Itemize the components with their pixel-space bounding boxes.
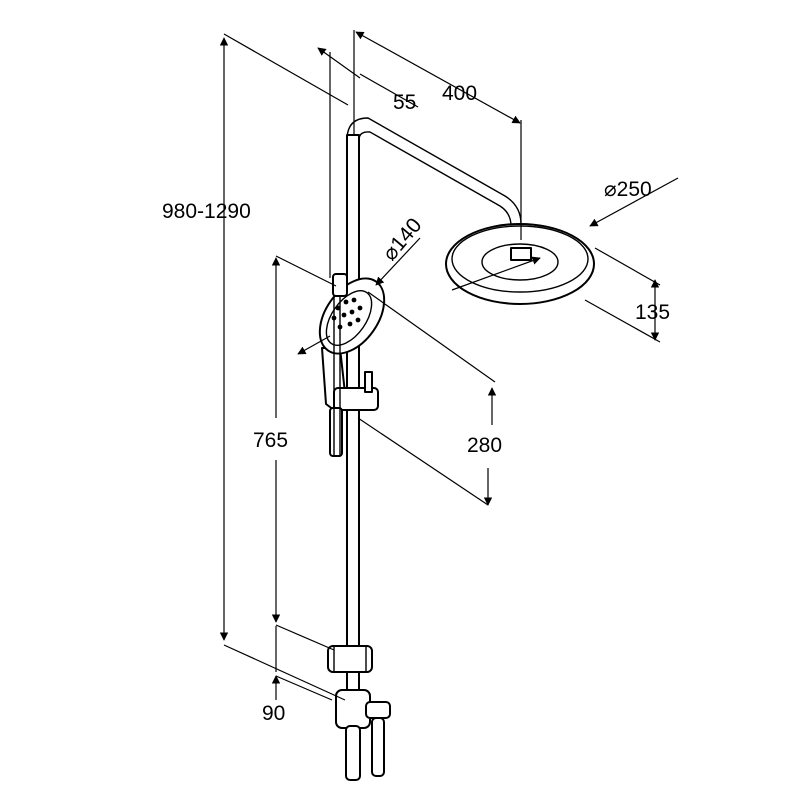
riser-pipe	[346, 134, 360, 691]
total-height-label: 980-1290	[162, 200, 251, 223]
diverter-valve	[335, 689, 391, 781]
hand-shower-head	[318, 277, 386, 355]
wall-offset-label: 55	[393, 91, 416, 114]
hand-shower	[318, 273, 386, 457]
inlet-pipe	[371, 717, 385, 777]
diverter-knob	[365, 701, 391, 719]
overhead-arm	[346, 117, 522, 242]
hand-drop-label: 280	[467, 434, 502, 457]
lower-bracket	[327, 645, 373, 673]
bottom-offset-label: 90	[262, 702, 285, 725]
dimension-labels: 980-1290 55 400 ⌀250 135 ⌀140 280 765 90	[162, 82, 670, 725]
spray-nozzles	[331, 297, 363, 330]
dimension-lines	[219, 30, 679, 701]
bar-length-label: 765	[253, 429, 288, 452]
overhead-shower-head	[445, 223, 595, 305]
head-diameter-label: ⌀250	[604, 178, 652, 201]
arm-length-label: 400	[442, 82, 477, 105]
head-height-label: 135	[635, 301, 670, 324]
